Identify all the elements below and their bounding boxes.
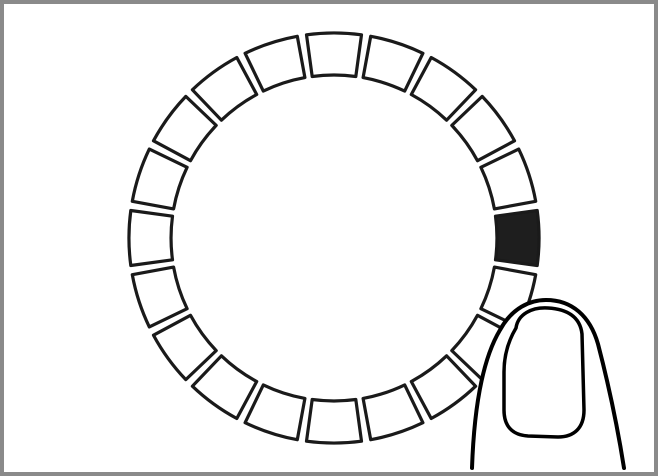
finger-icon	[470, 297, 626, 472]
ring-segment[interactable]	[361, 34, 425, 93]
ring-segment[interactable]	[409, 55, 478, 122]
ring-segment[interactable]	[190, 55, 259, 122]
ring-segment[interactable]	[304, 397, 364, 445]
ring-segment[interactable]	[190, 354, 259, 421]
ring-segment[interactable]	[127, 208, 175, 268]
finger-outline	[470, 297, 626, 470]
ring-segment[interactable]	[243, 383, 307, 442]
ring-segment[interactable]	[151, 313, 218, 382]
ring-segment[interactable]	[130, 265, 189, 329]
segmented-touch-ring	[127, 31, 541, 445]
fingernail	[502, 306, 586, 439]
ring-segment[interactable]	[130, 147, 189, 211]
ring-segment[interactable]	[361, 383, 425, 442]
ring-segment-active[interactable]	[493, 208, 541, 268]
ring-segment[interactable]	[151, 94, 218, 163]
ring-segment[interactable]	[409, 354, 478, 421]
ring-segment[interactable]	[450, 94, 517, 163]
ring-segment[interactable]	[479, 147, 538, 211]
ring-segment[interactable]	[304, 31, 364, 79]
ring-segment[interactable]	[243, 34, 307, 93]
